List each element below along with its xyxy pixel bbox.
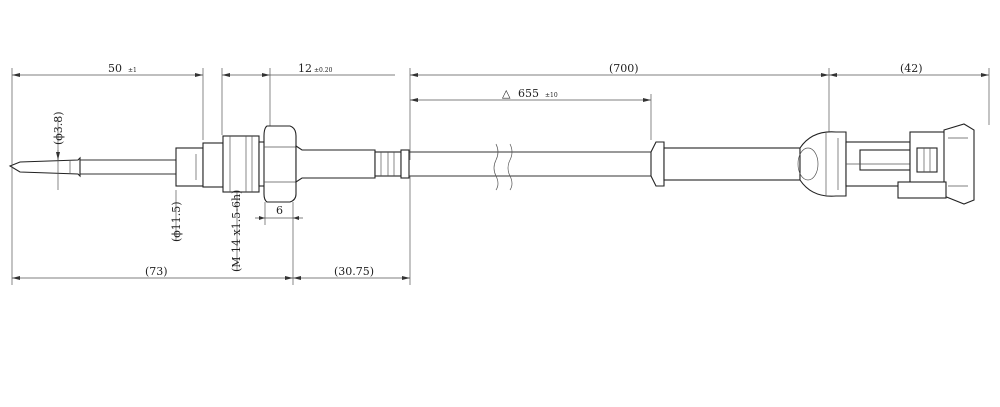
dia-3-8-callout: (ϕ3.8) [52, 111, 65, 160]
dim-50-tol: ±1 [128, 67, 137, 74]
dim-30-75: (30.75) [334, 265, 374, 278]
dim-655-symbol: △ [502, 87, 511, 100]
dim-6-group: 6 [255, 202, 303, 225]
dia-11-5-callout: (ϕ11.5) [170, 190, 183, 242]
cable [409, 131, 847, 197]
dim-12-tol: ±0.20 [314, 67, 333, 74]
dim-42: (42) [900, 62, 923, 75]
bottom-dimensions: (73) (30.75) [11, 160, 411, 285]
dim-12: 12 [298, 62, 312, 75]
thread-callout: (M 14 x1.5-6h) [230, 190, 243, 272]
dim-655: 655 [518, 87, 539, 100]
connector [845, 123, 975, 205]
dim-6: 6 [276, 204, 283, 217]
dim-dia-11-5: (ϕ11.5) [170, 201, 183, 242]
dim-73: (73) [145, 265, 168, 278]
dim-dia-3-8: (ϕ3.8) [52, 111, 65, 145]
top-dimensions: 50 ±1 12 ±0.20 (700) (42) △ 655 ±10 [11, 62, 990, 160]
dim-700: (700) [609, 62, 639, 75]
dim-thread: (M 14 x1.5-6h) [230, 190, 243, 272]
sensor-body [175, 125, 410, 203]
dim-50: 50 [108, 62, 122, 75]
dim-655-tol: ±10 [545, 92, 558, 99]
probe-tip [8, 150, 176, 190]
